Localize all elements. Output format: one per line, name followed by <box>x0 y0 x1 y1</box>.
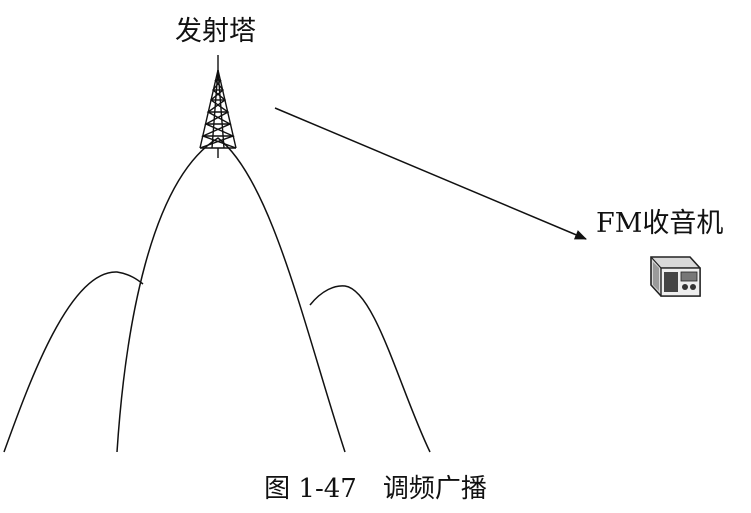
figure-caption: 图 1-47 调频广播 <box>264 474 487 504</box>
tower-label: 发射塔 <box>175 16 256 47</box>
radiation-pattern <box>3 137 431 453</box>
main-lobe <box>116 137 346 453</box>
radio-label: FM收音机 <box>596 208 724 239</box>
right-side-lobe <box>309 285 431 453</box>
signal-arrow <box>274 107 587 240</box>
fm-radio-icon <box>650 256 701 297</box>
transmission-tower-icon <box>199 55 237 158</box>
left-side-lobe <box>3 271 144 453</box>
